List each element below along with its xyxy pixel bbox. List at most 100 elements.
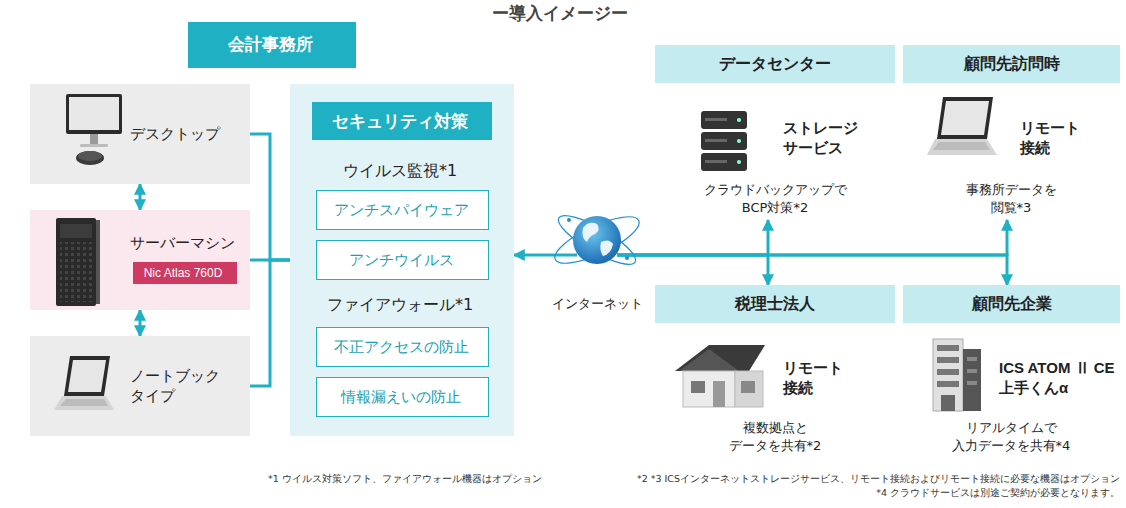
- device-box: デスクトップ: [30, 84, 250, 184]
- service-column: 顧問先訪問時リモート 接続事務所データを 閲覧*3: [903, 45, 1124, 220]
- icon-part: [553, 208, 641, 273]
- icon-part: [583, 223, 614, 256]
- node-text: ICS ATOM Ⅱ CE 上手くんα: [999, 358, 1119, 399]
- icon-part: [737, 139, 741, 143]
- node-text: 情報漏えいの防止: [317, 387, 485, 407]
- icon-part: [937, 345, 959, 351]
- connector: [514, 254, 577, 257]
- icon-part: [967, 369, 977, 373]
- node-text: クラウドバックアップで BCP対策*2: [695, 181, 855, 216]
- node-text: インターネット: [547, 295, 647, 313]
- icon-part: [90, 134, 98, 144]
- icon-part: [68, 360, 106, 392]
- node-text: サーバーマシン: [130, 233, 245, 253]
- internet-globe: インターネット: [572, 215, 622, 265]
- option-box: アンチウイルス: [316, 240, 489, 280]
- node-text: 顧問先訪問時: [903, 45, 1120, 83]
- node-text: Nic Atlas 760D: [133, 265, 233, 281]
- icon-part: [701, 153, 747, 171]
- connector: [250, 260, 290, 386]
- footnote: *2 *3 ICSインターネットストレージサービス、リモート接続およびリモート接…: [560, 473, 1120, 486]
- diagram-title: ー導入イメージー: [360, 2, 760, 25]
- icon-part: [705, 118, 727, 121]
- node-text: セキュリティ対策: [312, 110, 488, 133]
- node-text: 事務所データを 閲覧*3: [956, 181, 1066, 216]
- house-icon: [669, 335, 769, 415]
- icon-part: [937, 97, 993, 139]
- icon-part: [933, 339, 963, 411]
- laptop-icon: [52, 352, 122, 422]
- option-box: 不正アクセスの防止: [316, 327, 489, 367]
- service-column: データセンターストレージ サービスクラウドバックアップで BCP対策*2: [655, 45, 899, 220]
- connector: [139, 184, 142, 210]
- footnote: *1 ウイルス対策ソフト、ファイアウォール機器はオプション: [268, 473, 688, 486]
- globe-icon: [547, 190, 647, 290]
- node-text: リモート 接続: [783, 358, 863, 399]
- node-text: データセンター: [655, 45, 895, 83]
- device-box: ノートブック タイプ: [30, 336, 250, 436]
- icon-part: [549, 208, 644, 272]
- security-panel: ウイルス監視*1 ファイアウォール*1 セキュリティ対策アンチスパイウェアアンチウイ…: [290, 84, 514, 436]
- connector: [617, 220, 768, 255]
- connector: [617, 220, 1007, 255]
- icon-part: [679, 349, 739, 371]
- icon-part: [941, 395, 955, 411]
- icon-part: [737, 160, 741, 164]
- server-tower-icon: [52, 216, 102, 308]
- node-text: ストレージ サービス: [783, 118, 873, 159]
- node-text: ファイアウォール*1: [290, 294, 510, 316]
- option-box: アンチスパイウェア: [316, 190, 489, 230]
- model-tag: Nic Atlas 760D: [133, 262, 237, 284]
- panel-header: セキュリティ対策: [312, 102, 492, 140]
- node-text: 不正アクセスの防止: [317, 337, 485, 357]
- icon-part: [937, 369, 959, 375]
- icon-part: [573, 216, 621, 264]
- icon-part: [96, 220, 100, 304]
- desktop-icon: [60, 92, 130, 172]
- icon-part: [66, 94, 122, 134]
- connector: [250, 134, 290, 260]
- icon-part: [60, 242, 92, 302]
- icon-part: [675, 345, 765, 371]
- connector: [139, 310, 142, 336]
- service-column: 顧問先企業 ICS ATOM Ⅱ CE 上手くんα リアルタイムで 入力データを共有…: [903, 285, 1124, 465]
- icon-part: [967, 357, 977, 361]
- icon-part: [713, 381, 725, 407]
- connector: [617, 255, 768, 285]
- device-box: サーバーマシン Nic Atlas 760D: [30, 210, 250, 310]
- node-text: 税理士法人: [655, 285, 895, 323]
- node-text: ウイルス監視*1: [290, 160, 510, 182]
- node-text: デスクトップ: [130, 124, 245, 144]
- node-text: リアルタイムで 入力データを共有*4: [946, 419, 1076, 454]
- building-icon: [929, 335, 985, 415]
- service-column: 税理士法人リモート 接続複数拠点と データを共有*2: [655, 285, 899, 465]
- icon-part: [737, 118, 741, 122]
- icon-part: [967, 381, 977, 385]
- icon-part: [60, 224, 92, 238]
- icon-part: [933, 142, 990, 150]
- footnote: *4 クラウドサービスは別途ご契約が必要となります。: [560, 487, 1120, 500]
- icon-part: [691, 381, 705, 393]
- icon-part: [64, 356, 110, 396]
- icon-part: [56, 218, 96, 306]
- icon-part: [735, 371, 763, 407]
- connector: [617, 255, 1007, 285]
- group-header: 会計事務所: [188, 22, 356, 68]
- node-text: 会計事務所: [188, 33, 352, 56]
- icon-part: [567, 218, 571, 222]
- icon-part: [705, 160, 727, 163]
- icon-part: [80, 144, 108, 147]
- node-text: リモート 接続: [1020, 118, 1100, 159]
- node-text: 顧問先企業: [903, 285, 1120, 323]
- storage-server-icon: [697, 107, 757, 177]
- icon-part: [701, 132, 747, 150]
- icon-part: [76, 151, 104, 165]
- icon-part: [60, 399, 108, 406]
- option-box: 情報漏えいの防止: [316, 377, 489, 417]
- icon-part: [78, 151, 102, 161]
- icon-part: [937, 357, 959, 363]
- icon-part: [963, 349, 981, 411]
- node-text: 複数拠点と データを共有*2: [720, 419, 830, 454]
- node-text: アンチスパイウェア: [317, 200, 485, 220]
- icon-part: [927, 139, 997, 155]
